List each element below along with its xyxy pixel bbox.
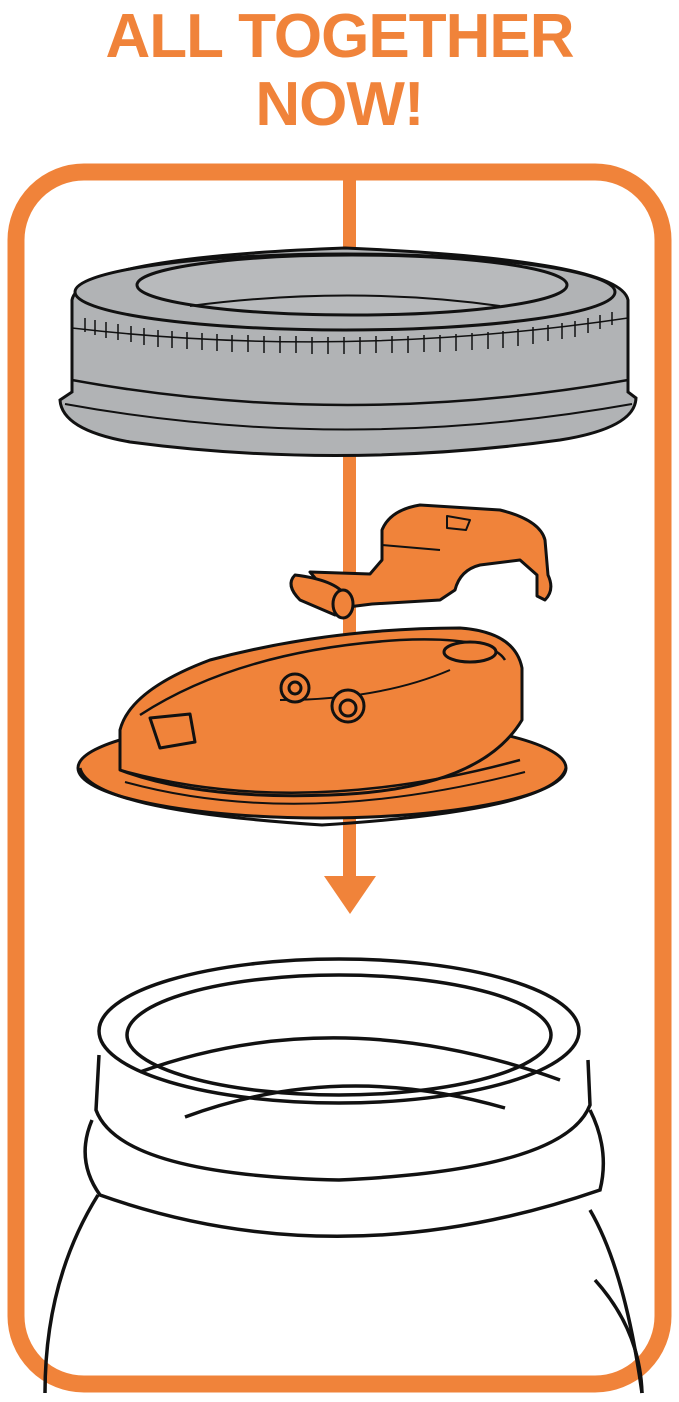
pour-spout-lid	[76, 626, 568, 827]
title-line-1: ALL TOGETHER	[105, 2, 575, 71]
flip-lever	[289, 503, 553, 620]
title-line-2: NOW!	[255, 70, 424, 139]
rounded-frame	[7, 163, 672, 1393]
mason-jar	[43, 957, 644, 1394]
band-knurling	[84, 312, 613, 354]
metal-band	[58, 246, 638, 458]
